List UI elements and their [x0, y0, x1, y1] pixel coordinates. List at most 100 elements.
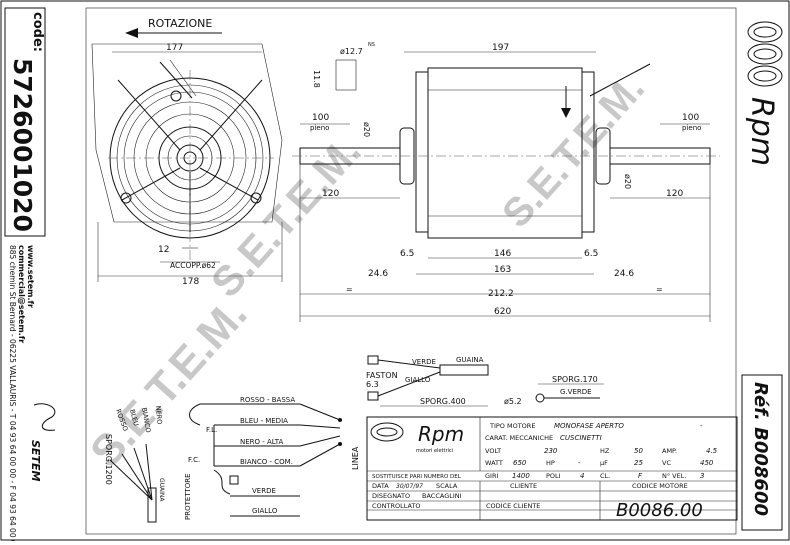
dim-24-6-right: 24.6	[614, 269, 634, 279]
disegnato-label: DISEGNATO	[372, 492, 410, 500]
rpm-brand: Rpm	[744, 97, 779, 166]
hz-label: HZ	[600, 447, 610, 455]
rotation-label: ROTAZIONE	[148, 17, 212, 30]
title-block: Rpm motori elettrici TIPO MOTORE MONOFAS…	[366, 416, 738, 521]
code-label: code:	[30, 12, 45, 52]
hz-value: 50	[634, 447, 643, 455]
setem-logo-text: SETEM	[29, 440, 42, 481]
cable-verde: VERDE	[412, 358, 436, 366]
tipo-motore-label: TIPO MOTORE	[489, 422, 535, 430]
code-box	[4, 7, 46, 237]
dim-6-5-left: 6.5	[400, 249, 414, 259]
dia-20-left: ø20	[362, 122, 371, 137]
nvel-value: 3	[700, 472, 704, 480]
ref-label: Réf. B008600	[750, 382, 771, 516]
left-strip: code: 5726001020 885 chemin St Bernard -…	[4, 7, 56, 545]
watermark-right: S.E.T.E.M.	[494, 66, 653, 236]
shaft-section-detail	[335, 59, 357, 91]
setem-logo: SETEM	[29, 403, 56, 481]
dim-12: 12	[158, 245, 169, 255]
dim-120-left: 120	[322, 189, 339, 199]
side-view: ø12.7 NS 11.8 197 100 pieno 100 pieno ø2…	[292, 42, 720, 322]
giri-label: GIRI	[485, 472, 498, 480]
dim-178: 178	[182, 277, 199, 287]
uf-label: µF	[600, 459, 608, 467]
disegnato-value: BACCAGLINI	[422, 492, 462, 500]
nvel-label: N° VEL.	[662, 472, 686, 480]
ns-label: NS	[368, 42, 375, 48]
data-label: DATA	[372, 482, 389, 490]
right-strip: Rpm Réf. B008600	[741, 21, 783, 531]
vc-value: 450	[700, 459, 714, 467]
cl-label: CL.	[600, 472, 610, 480]
cable-exit	[159, 61, 193, 99]
dim-620: 620	[494, 307, 511, 317]
faston-size: 6.3	[366, 380, 379, 389]
amp-value: 4.5	[706, 447, 718, 455]
ring-terminal-icon	[535, 393, 545, 403]
website-link[interactable]: www.setem.fr	[26, 245, 35, 308]
dim-12-7: ø12.7	[340, 47, 363, 56]
bleu-media: BLEU - MEDIA	[240, 417, 288, 425]
wiring-diagram: ROSSO BLEU BIANCO NERO SPORG.1200 GUAINA…	[104, 396, 360, 523]
watermark-center: S.E.T.E.M.	[202, 127, 370, 306]
dim-5-2: ø5.2	[504, 397, 522, 406]
title-logo-sub: motori elettrici	[416, 448, 453, 454]
guaina-sleeve	[439, 364, 489, 376]
volt-label: VOLT	[485, 447, 501, 455]
fc-coil-icon	[213, 469, 231, 495]
faston-label: FASTON	[366, 371, 398, 380]
dim-163: 163	[494, 265, 511, 275]
nero-alta: NERO - ALTA	[240, 438, 283, 446]
title-coil-icon	[370, 422, 404, 442]
linea-label: LINEA	[351, 446, 360, 470]
sostituisce-label: SOSTITUISCE PARI NUMERO DEL	[372, 474, 462, 480]
pieno-left: pieno	[310, 124, 329, 132]
dim-120-right: 120	[666, 189, 683, 199]
tipo-motore-value: MONOFASE APERTO	[554, 422, 624, 430]
title-logo-text: Rpm	[418, 422, 464, 446]
cliente-label: CLIENTE	[510, 482, 537, 490]
title-logo: Rpm motori elettrici	[370, 422, 464, 454]
dim-146: 146	[494, 249, 511, 259]
cable-giallo: GIALLO	[405, 376, 431, 384]
drawing-frame	[85, 7, 737, 535]
vc-label: VC	[662, 459, 671, 467]
rpm-coil-logo-icon	[747, 21, 783, 87]
fl-label: F.L.	[206, 426, 217, 434]
dim-212-2: 212.2	[488, 289, 514, 299]
tipo-dash: -	[700, 422, 703, 430]
capacitor-icon	[229, 475, 239, 485]
accoppiamento: ACCOPP.ø62	[170, 261, 216, 270]
watt-value: 650	[513, 459, 527, 467]
codice-cliente-label: CODICE CLIENTE	[486, 502, 540, 510]
giri-value: 1400	[512, 472, 530, 480]
dim-11-8: 11.8	[312, 70, 321, 88]
carat-label: CARAT. MECCANICHE	[485, 434, 553, 442]
codice-motore-label: CODICE MOTORE	[632, 482, 688, 490]
sporg-400: SPORG.400	[420, 397, 466, 406]
dim-177: 177	[166, 43, 183, 53]
dia-20-right: ø20	[623, 174, 632, 189]
uf-value: 25	[634, 459, 643, 467]
eq-left: =	[346, 285, 353, 294]
poli-label: POLI	[546, 472, 561, 480]
hp-value: -	[578, 459, 581, 467]
sporg-170: SPORG.170	[552, 375, 598, 384]
codice-motore-value: B0086.00	[616, 500, 703, 521]
hp-label: HP	[546, 459, 555, 467]
wiring-giallo: GIALLO	[252, 507, 278, 515]
wiring-verde: VERDE	[252, 487, 276, 495]
rotation-arrow-icon	[125, 28, 138, 38]
dim-6-5-right: 6.5	[584, 249, 598, 259]
dim-197: 197	[492, 43, 509, 53]
code-number: 5726001020	[8, 58, 37, 232]
cable-detail: VERDE GIALLO GUAINA FASTON 6.3 SPORG.400…	[366, 355, 604, 407]
swoosh-icon	[33, 403, 56, 431]
housing-outline	[91, 43, 283, 223]
email-link[interactable]: commercial@setem.fr	[17, 245, 26, 343]
volt-value: 230	[544, 447, 558, 455]
cl-value: F	[638, 472, 643, 480]
